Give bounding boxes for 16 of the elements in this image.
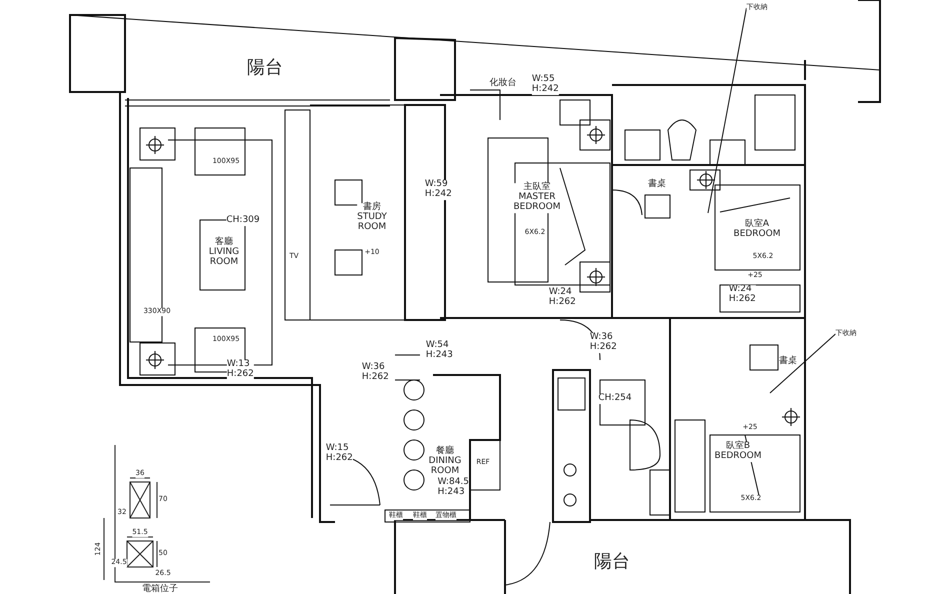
ceiling-height-label: CH:254 bbox=[598, 394, 632, 404]
balcony-label: 陽台 bbox=[594, 552, 630, 572]
leader-line bbox=[708, 8, 747, 214]
leader-line bbox=[770, 334, 836, 394]
room-label: 臥室B BEDROOM bbox=[714, 442, 762, 462]
furniture-label: 書桌 bbox=[648, 180, 666, 190]
room-label: 主臥室 MASTER BEDROOM bbox=[514, 183, 560, 213]
dimension-label: W:55 H:242 bbox=[532, 75, 559, 95]
caption-label: 電箱位子 bbox=[142, 585, 178, 594]
furniture-label: 書桌 bbox=[779, 357, 797, 367]
dimension-label: W:36 H:262 bbox=[590, 333, 617, 353]
ceiling-height-label: CH:309 bbox=[226, 216, 260, 226]
dimension-label: W:59 H:242 bbox=[424, 180, 452, 200]
furniture-label: 化妝台 bbox=[490, 79, 516, 89]
balcony-label: 陽台 bbox=[247, 58, 283, 78]
dimension-label: W:13 H:262 bbox=[226, 360, 254, 380]
